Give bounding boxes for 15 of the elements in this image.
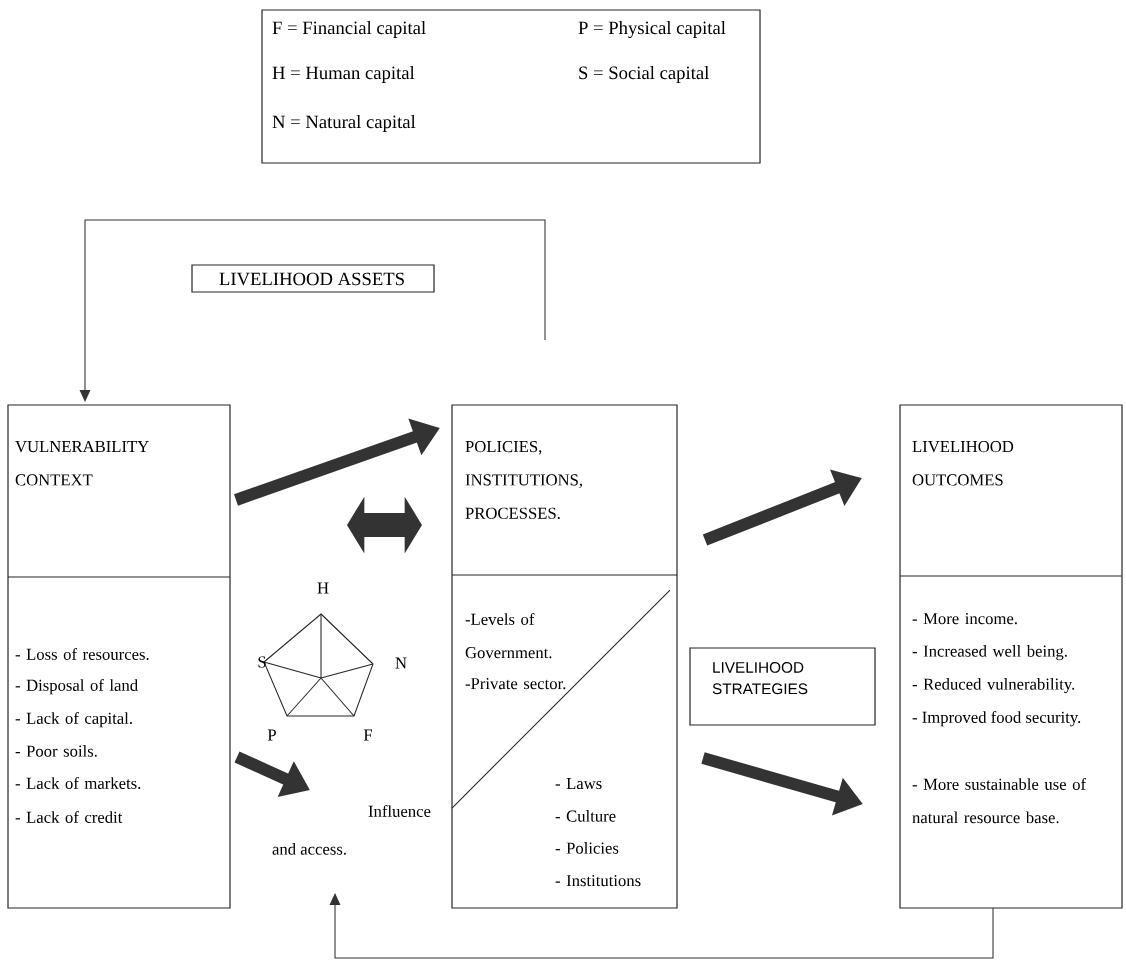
- node-label: P: [267, 729, 276, 741]
- node-label: F: [363, 729, 373, 741]
- double-block-arrow: [347, 496, 422, 554]
- key-box: F = Financial capital P = Physical capital H = Human capital S = Social capital N = Natural capital: [261, 9, 761, 164]
- context-box: VULNERABILITY CONTEXT - Loss of resources. - Disposal of land - Lack of capital. - Poor soils. - Lack of markets. - Lack of credit: [7, 404, 231, 909]
- outcome-box: LIVELIHOOD OUTCOMES - More income. - Increased well being. - Reduced vulnerability. - Improved food security. - More sustainable use of natural resource base.: [899, 404, 1123, 909]
- node-label: H: [317, 582, 329, 594]
- connector-arrow: [329, 893, 994, 959]
- strategy-box: LIVELIHOOD STRATEGIES: [689, 647, 876, 726]
- text-label: Influence and access.: [272, 805, 431, 855]
- connector-arrow: [79, 219, 546, 402]
- pentagon-drawing: H S N P F: [258, 582, 407, 741]
- policy-box: POLICIES, INSTITUTIONS, PROCESSES. -Levels of Government. -Private sector. - Laws - Culture - Policies - Institutions: [451, 404, 678, 909]
- node-label: N: [395, 657, 407, 669]
- label-box: LIVELIHOOD ASSETS: [191, 264, 435, 293]
